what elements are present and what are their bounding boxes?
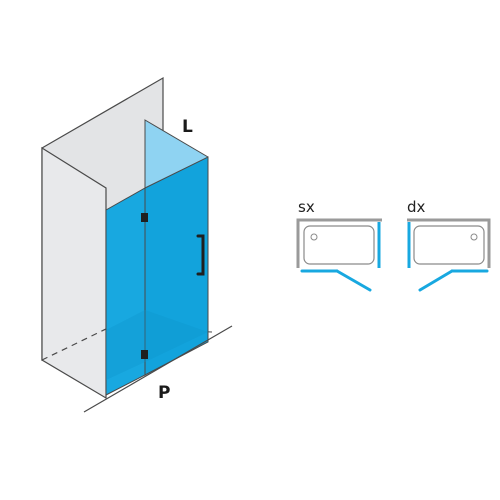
- label-p: P: [158, 383, 170, 403]
- bottom-hinge: [141, 350, 148, 359]
- front-glass-door: [144, 156, 209, 376]
- front-wall: [41, 146, 107, 400]
- variant-sx-drain-icon: [310, 233, 318, 241]
- variant-dx-label: dx: [407, 198, 426, 216]
- variant-sx: sx: [296, 198, 382, 292]
- floor-shadow: [106, 310, 208, 380]
- variant-sx-label: sx: [298, 198, 315, 216]
- variant-sx-tray: [303, 225, 375, 265]
- variant-sx-door: [335, 269, 372, 292]
- variant-dx-drain-icon: [470, 233, 478, 241]
- base-line: [83, 325, 233, 413]
- door-handle: [196, 234, 205, 276]
- variant-dx-wall: [407, 218, 491, 268]
- variant-dx-door: [418, 269, 454, 292]
- floor-dashed-line: [41, 327, 109, 361]
- variant-sx-wall: [296, 218, 382, 268]
- enclosure-illustration: L P: [41, 76, 233, 413]
- variant-dx-tray: [413, 225, 485, 265]
- variant-dx: dx: [407, 198, 491, 292]
- top-hinge: [141, 213, 148, 222]
- label-l: L: [182, 117, 193, 137]
